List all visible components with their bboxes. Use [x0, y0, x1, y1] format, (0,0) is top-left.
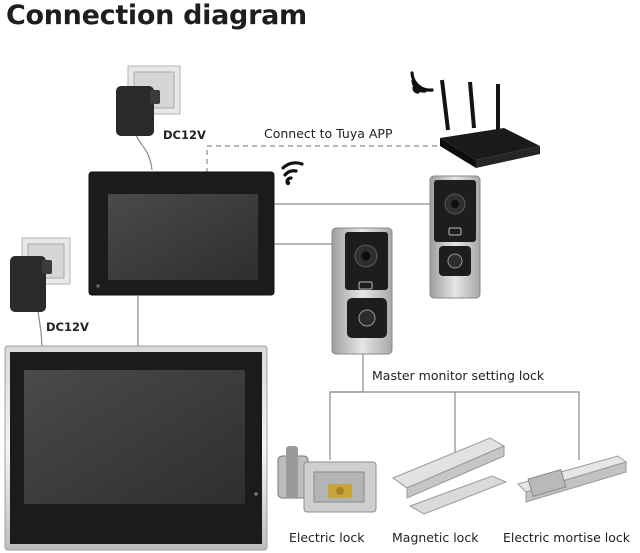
- tuya-link-line: [206, 145, 440, 173]
- magnetic-lock-label: Magnetic lock: [392, 530, 479, 545]
- master-lock-label: Master monitor setting lock: [372, 368, 545, 383]
- tuya-label: Connect to Tuya APP: [264, 126, 393, 141]
- power-adapter-icon: [116, 86, 160, 136]
- wiring: [37, 134, 580, 460]
- wifi-icon: [281, 161, 304, 186]
- power-label-bottom: DC12V: [46, 320, 89, 334]
- magnetic-lock-icon: [391, 437, 508, 515]
- doorbell-icon: [331, 227, 393, 355]
- mortise-lock-label: Electric mortise lock: [503, 530, 631, 545]
- power-adapter-icon: [10, 256, 52, 312]
- indoor-monitor-top: [88, 171, 275, 296]
- indoor-monitor-bottom: [4, 345, 268, 551]
- lock-bus-line: [329, 352, 364, 460]
- wifi-icon: [410, 71, 434, 94]
- power-cable-bottom: [37, 311, 43, 351]
- page-title: Connection diagram: [6, 0, 307, 31]
- electric-lock-label: Electric lock: [289, 530, 365, 545]
- power-cable-top: [135, 134, 153, 171]
- router-icon: [440, 79, 540, 168]
- power-label-top: DC12V: [163, 128, 206, 142]
- electric-lock-icon: [277, 446, 377, 513]
- mortise-lock-icon: [517, 455, 628, 503]
- doorbell-icon: [429, 175, 481, 299]
